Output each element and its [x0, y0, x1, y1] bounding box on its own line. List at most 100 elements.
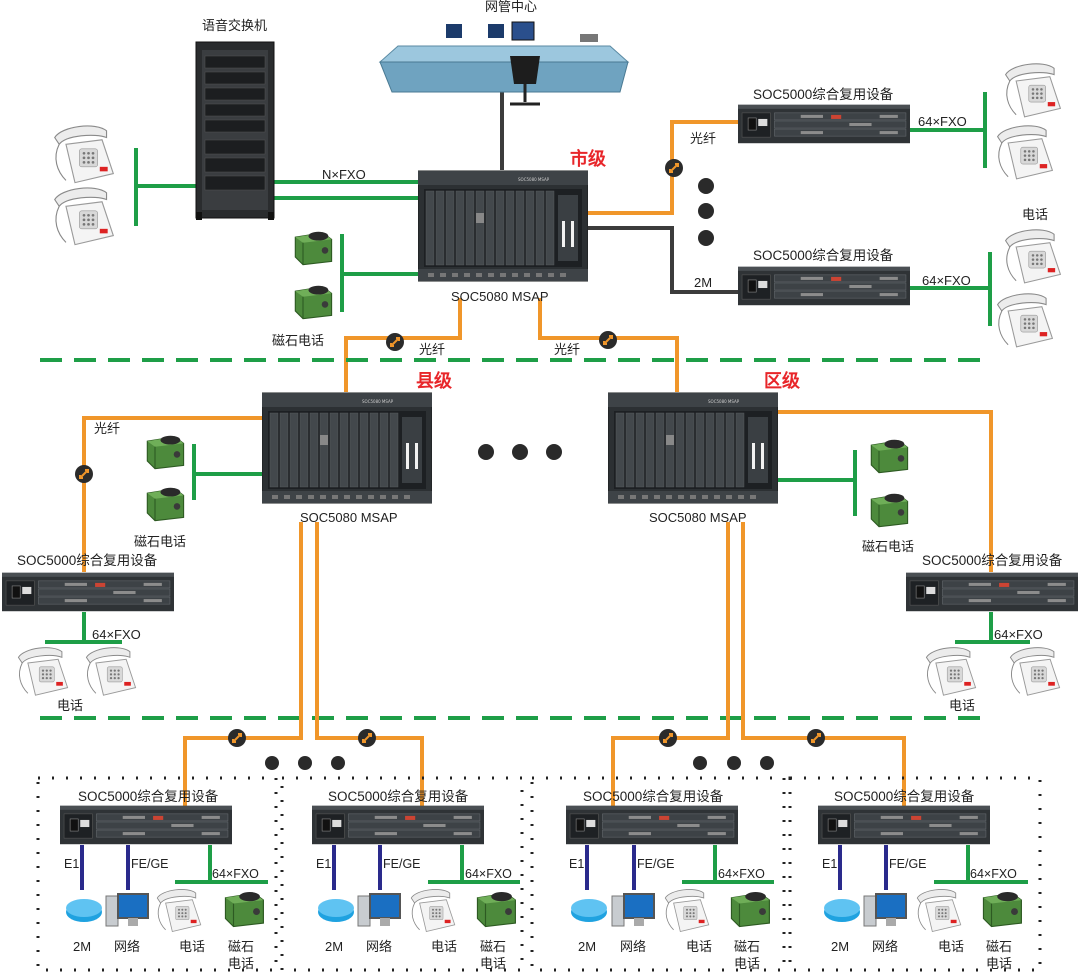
- fiber-label: 光纤: [554, 342, 581, 357]
- telephone-icon: [410, 889, 456, 932]
- fiber-line: [82, 416, 265, 572]
- mux-label: SOC5000综合复用设备: [328, 789, 469, 804]
- mux-device-icon: [818, 805, 990, 845]
- mux-label: SOC5000综合复用设备: [17, 553, 158, 568]
- mux-device-icon: [738, 266, 910, 306]
- mux-label: SOC5000综合复用设备: [922, 553, 1063, 568]
- disc-2m-icon: [571, 899, 607, 922]
- telephone-icon: [1009, 647, 1061, 696]
- site-box: [280, 776, 524, 972]
- county-magneto-label: 磁石电话: [134, 534, 187, 549]
- magneto-label: 磁石: [986, 939, 1013, 954]
- site-wires: [80, 845, 1028, 890]
- msap-chassis-icon: [262, 392, 432, 504]
- msap-chassis-icon: [608, 392, 778, 504]
- district-magneto-label: 磁石电话: [862, 539, 915, 554]
- mux-device-icon: [312, 805, 484, 845]
- telephone-icon: [1005, 63, 1061, 118]
- magneto-label: 磁石: [480, 939, 507, 954]
- fege-label: FE/GE: [637, 857, 675, 871]
- magneto-label: 电话: [986, 956, 1013, 971]
- 2m-label: 2M: [325, 939, 344, 954]
- e1-label: E1: [64, 857, 80, 871]
- fxo64-label: 64×FXO: [918, 114, 967, 129]
- e1-label: E1: [822, 857, 838, 871]
- telephone-icon: [997, 125, 1053, 180]
- fiber-coupler-icon: [658, 728, 678, 748]
- fxo64-line: [934, 845, 970, 884]
- site-wires-2: [332, 845, 520, 890]
- fiber-label: 光纤: [690, 131, 717, 146]
- pc-icon: [611, 893, 655, 927]
- pc-icon: [357, 893, 401, 927]
- fiber-line: [611, 522, 730, 808]
- fxo64-label: 64×FXO: [970, 867, 1017, 881]
- phone-label: 电话: [179, 939, 206, 954]
- fiber-label: 光纤: [419, 342, 446, 357]
- msap-chassis-icon: [418, 170, 588, 282]
- fiber-coupler-icon: [74, 464, 94, 484]
- fxo64-line: [175, 845, 212, 884]
- fxo64-label: 64×FXO: [92, 627, 141, 642]
- 2m-label: 2M: [73, 939, 92, 954]
- magneto-phone-icon: [294, 231, 333, 266]
- magneto-phone-icon: [146, 435, 185, 470]
- disc-2m-icon: [824, 899, 860, 922]
- phone-label: 电话: [686, 939, 713, 954]
- fxo64-label: 64×FXO: [922, 273, 971, 288]
- disc-2m-icon: [66, 899, 102, 922]
- fxo64-label: 64×FXO: [465, 867, 512, 881]
- site-boxes: [36, 776, 1042, 972]
- fxo64-line: [428, 845, 464, 884]
- county-level-label: 县级: [416, 371, 452, 391]
- telephone-icon: [925, 647, 977, 696]
- fiber-label: 光纤: [94, 421, 121, 436]
- telephone-icon: [997, 293, 1053, 348]
- mux-device-icon: [906, 572, 1078, 612]
- pc-icon: [105, 893, 149, 927]
- fiber-coupler-icon: [806, 728, 826, 748]
- site-wires-1: [80, 845, 268, 890]
- fxo64-label: 64×FXO: [212, 867, 259, 881]
- mux-device-icon: [2, 572, 174, 612]
- nfxo-label: N×FXO: [322, 167, 366, 182]
- magneto-label: 电话: [228, 956, 255, 971]
- magneto-phone-icon: [294, 285, 333, 320]
- site-wires-4: [838, 845, 1028, 890]
- network-label: 网络: [620, 939, 647, 954]
- mux-label: SOC5000综合复用设备: [753, 87, 894, 102]
- fege-label: FE/GE: [889, 857, 927, 871]
- mux-device-icon: [60, 805, 232, 845]
- magneto-phone-icon: [224, 891, 264, 928]
- mux-label: SOC5000综合复用设备: [78, 789, 219, 804]
- telephone-icon: [156, 889, 202, 932]
- telephone-icon: [664, 889, 710, 932]
- console-icon: [378, 21, 630, 106]
- magneto-phone-icon: [982, 891, 1022, 928]
- mux-device-icon: [566, 805, 738, 845]
- telephone-icon: [54, 125, 114, 184]
- fege-label: FE/GE: [131, 857, 169, 871]
- mux-label: SOC5000综合复用设备: [583, 789, 724, 804]
- mux-label: SOC5000综合复用设备: [834, 789, 975, 804]
- network-label: 网络: [114, 939, 141, 954]
- county-msap-label: SOC5080 MSAP: [300, 510, 398, 525]
- phone-label: 电话: [1022, 207, 1049, 222]
- fiber-coupler-icon: [357, 728, 377, 748]
- fxo64-line: [682, 845, 717, 884]
- fxo64-label: 64×FXO: [994, 627, 1043, 642]
- magneto-phone-icon: [146, 487, 185, 522]
- magneto-phone-icon: [476, 891, 516, 928]
- magneto-phone-icon: [870, 439, 909, 474]
- magneto-phone-icon: [730, 891, 770, 928]
- fege-label: FE/GE: [383, 857, 421, 871]
- phone-label: 电话: [938, 939, 965, 954]
- district-level-label: 区级: [764, 371, 800, 391]
- magneto-label: 电话: [734, 956, 761, 971]
- phone-label: 电话: [57, 698, 84, 713]
- telephone-icon: [916, 889, 962, 932]
- e1-label: E1: [316, 857, 332, 871]
- voice-switch-label: 语音交换机: [202, 18, 268, 33]
- site-box: [530, 776, 786, 972]
